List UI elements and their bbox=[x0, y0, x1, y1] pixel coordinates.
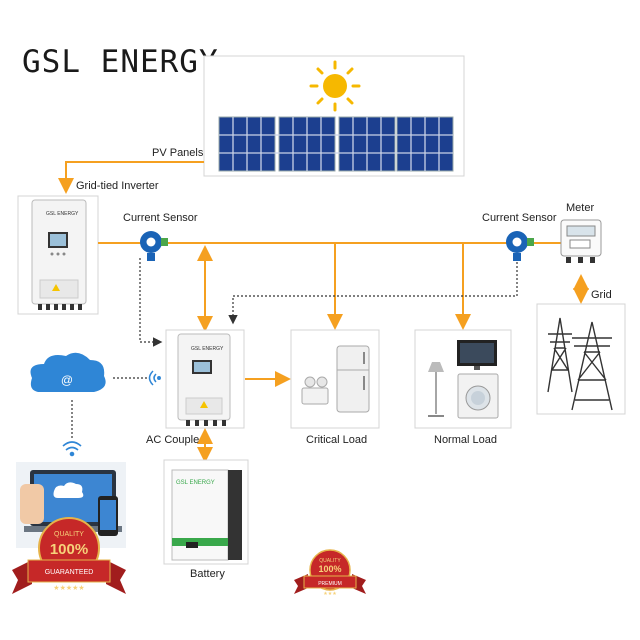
tv-icon bbox=[457, 340, 497, 370]
battery-label: Battery bbox=[190, 568, 225, 580]
badge-right-line1: QUALITY bbox=[319, 558, 341, 564]
meter-icon bbox=[560, 219, 602, 263]
battery-brand-text: GSL ENERGY bbox=[176, 480, 215, 486]
ac-couple-brand-text: GSL ENERGY bbox=[191, 346, 224, 352]
lamp-icon bbox=[428, 362, 444, 417]
grid-label: Grid bbox=[591, 289, 612, 301]
inverter-icon bbox=[31, 199, 87, 310]
sun-icon bbox=[309, 60, 361, 112]
washing-machine-icon bbox=[457, 373, 499, 419]
ac-couple-wires bbox=[197, 371, 291, 463]
badge-left-line1: QUALITY bbox=[54, 531, 84, 538]
ac-couple-label: AC Couple bbox=[146, 434, 200, 446]
comm-lines bbox=[71, 258, 518, 440]
badge-left-stars: ★★★★★ bbox=[53, 584, 84, 592]
guarantee-badge-icon bbox=[294, 549, 366, 594]
current-sensor-right-label: Current Sensor bbox=[482, 212, 557, 224]
badge-right-line3: PREMIUM bbox=[318, 581, 342, 587]
power-tower-icon bbox=[547, 317, 613, 411]
badge-right-line2: 100% bbox=[318, 564, 341, 574]
current-sensor-icon bbox=[506, 231, 534, 261]
badge-left-line3: GUARANTEED bbox=[45, 569, 94, 576]
current-sensor-icon bbox=[140, 231, 168, 261]
battery-icon bbox=[171, 469, 242, 561]
inverter-icon bbox=[177, 333, 231, 426]
wifi-icon bbox=[62, 441, 82, 457]
pv-wire bbox=[58, 161, 204, 194]
inverter-brand-text: GSL ENERGY bbox=[46, 211, 79, 217]
pv-panels-label: PV Panels bbox=[152, 147, 204, 159]
ac-bus bbox=[98, 242, 562, 332]
lamp-icon bbox=[301, 376, 329, 405]
grid-box bbox=[536, 303, 626, 415]
badge-left-line2: 100% bbox=[50, 541, 88, 558]
normal-load-label: Normal Load bbox=[434, 434, 497, 446]
brand-title: GSL ENERGY bbox=[22, 44, 219, 80]
inverter-label: Grid-tied Inverter bbox=[76, 180, 159, 192]
cloud-icon bbox=[30, 352, 106, 392]
guarantee-badge-icon bbox=[12, 517, 126, 594]
fridge-icon bbox=[336, 345, 370, 413]
cloud-symbol: @ bbox=[61, 373, 73, 387]
badge-right-stars: ★★★ bbox=[323, 591, 337, 597]
current-sensor-left-label: Current Sensor bbox=[123, 212, 198, 224]
wifi-icon bbox=[148, 370, 161, 386]
critical-load-label: Critical Load bbox=[306, 434, 368, 446]
solar-panel-icon bbox=[218, 116, 454, 172]
meter-label: Meter bbox=[566, 202, 595, 214]
